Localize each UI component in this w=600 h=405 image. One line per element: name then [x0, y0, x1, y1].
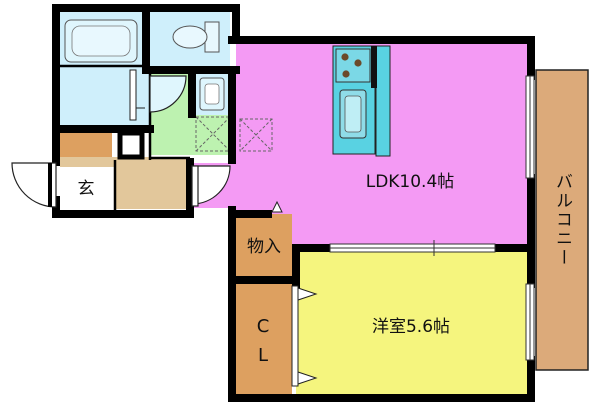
toilet-bowl: [172, 25, 208, 49]
closet-label-c: C: [257, 316, 270, 337]
balcony: [536, 70, 588, 370]
closet-door: [291, 285, 318, 387]
shoe-storage: [60, 133, 112, 157]
closet-room: [236, 284, 292, 394]
genkan-label: 玄: [78, 179, 95, 199]
washroom-door: [149, 75, 187, 113]
walls: [52, 4, 535, 402]
closet-label-l: L: [258, 345, 268, 366]
counter-side: [375, 45, 391, 157]
storage-label: 物入: [247, 237, 281, 257]
balcony-label: バルコニー: [552, 173, 572, 268]
storage-door: [271, 200, 283, 213]
fridge-space: [239, 118, 273, 152]
sliding-door: [329, 243, 496, 253]
ldk-label: LDK10.4帖: [366, 172, 455, 192]
ldk-door: [191, 165, 231, 207]
entrance-pillar: [117, 130, 145, 160]
western-room-label: 洋室5.6帖: [372, 317, 450, 337]
stove-top: [335, 48, 371, 83]
counter-partition: [371, 46, 377, 88]
storage-room: [236, 214, 292, 276]
burner-icon: [341, 53, 349, 61]
window: [525, 75, 535, 361]
bathroom-door: [129, 69, 145, 121]
entrance-floor: [60, 167, 115, 209]
entrance-door: [11, 162, 57, 208]
western-room: [296, 252, 527, 394]
burner-icon: [354, 59, 362, 67]
burner-icon: [342, 70, 350, 78]
